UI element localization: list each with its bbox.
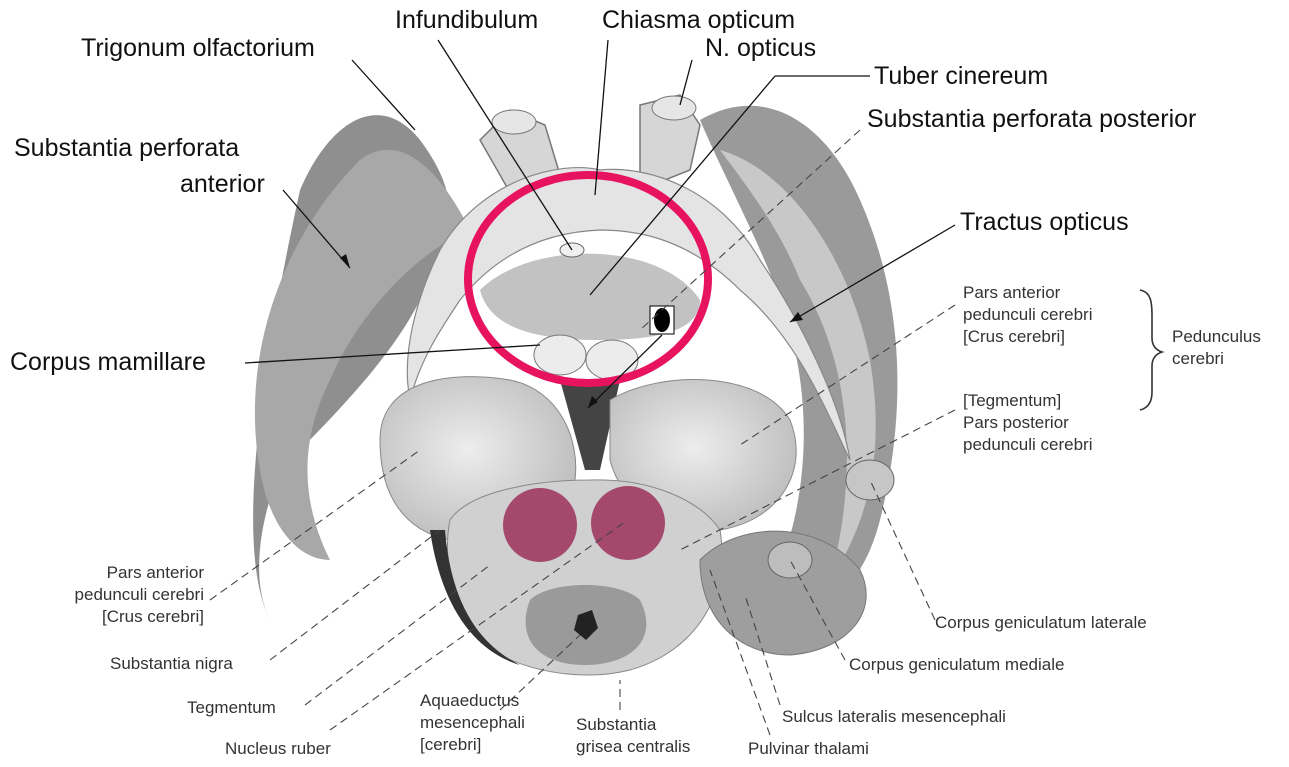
aquaeductus-line3: [cerebri] (420, 734, 525, 756)
label-corpus-geniculatum-laterale: Corpus geniculatum laterale (935, 612, 1147, 634)
pars-anterior-left-line1: Pars anterior (36, 562, 204, 584)
label-pars-anterior-right: Pars anterior pedunculi cerebri [Crus ce… (963, 282, 1092, 348)
aquaeductus-line2: mesencephali (420, 712, 525, 734)
label-substantia-perforata-anterior-line1: Substantia perforata (14, 134, 239, 163)
right-nucleus-ruber (591, 486, 665, 560)
label-tractus-opticus: Tractus opticus (960, 208, 1129, 237)
label-pulvinar-thalami: Pulvinar thalami (748, 738, 869, 760)
label-substantia-perforata-posterior: Substantia perforata posterior (867, 105, 1196, 134)
label-substantia-nigra: Substantia nigra (110, 653, 233, 675)
label-trigonum-olfactorium: Trigonum olfactorium (81, 34, 315, 63)
left-mamillary-body (534, 335, 586, 375)
label-substantia-perforata-anterior-line2: anterior (180, 170, 265, 199)
pars-anterior-right-line2: pedunculi cerebri (963, 304, 1092, 326)
label-pedunculus-cerebri: Pedunculus cerebri (1172, 326, 1261, 370)
pars-anterior-right-line1: Pars anterior (963, 282, 1092, 304)
label-aquaeductus: Aquaeductus mesencephali [cerebri] (420, 690, 525, 756)
pars-anterior-right-line3: [Crus cerebri] (963, 326, 1092, 348)
label-pars-anterior-left: Pars anterior pedunculi cerebri [Crus ce… (36, 562, 204, 628)
pars-posterior-line2: pedunculi cerebri (963, 434, 1092, 456)
label-substantia-grisea: Substantia grisea centralis (576, 714, 690, 758)
right-optic-nerve-end (652, 96, 696, 120)
marker-dot (654, 308, 670, 332)
label-sulcus-lateralis: Sulcus lateralis mesencephali (782, 706, 1006, 728)
label-chiasma-opticum: Chiasma opticum (602, 6, 795, 35)
label-tuber-cinereum: Tuber cinereum (874, 62, 1048, 91)
label-tegmentum: Tegmentum (187, 697, 276, 719)
medial-geniculate (768, 542, 812, 578)
label-infundibulum: Infundibulum (395, 6, 538, 35)
left-optic-nerve-end (492, 110, 536, 134)
label-corpus-geniculatum-mediale: Corpus geniculatum mediale (849, 654, 1064, 676)
label-nucleus-ruber: Nucleus ruber (225, 738, 331, 760)
pars-anterior-left-line3: [Crus cerebri] (36, 606, 204, 628)
pedunculus-brace (1140, 290, 1162, 410)
pedunculus-line2: cerebri (1172, 348, 1261, 370)
label-corpus-mamillare: Corpus mamillare (10, 348, 206, 377)
substantia-grisea-line2: grisea centralis (576, 736, 690, 758)
aquaeductus-line1: Aquaeductus (420, 690, 525, 712)
substantia-grisea-line1: Substantia (576, 714, 690, 736)
label-pars-posterior: [Tegmentum] Pars posterior pedunculi cer… (963, 390, 1092, 456)
label-n-opticus: N. opticus (705, 34, 816, 63)
tegmentum-bracket-line: [Tegmentum] (963, 390, 1092, 412)
left-nucleus-ruber (503, 488, 577, 562)
pedunculus-line1: Pedunculus (1172, 326, 1261, 348)
pars-anterior-left-line2: pedunculi cerebri (36, 584, 204, 606)
pars-posterior-line1: Pars posterior (963, 412, 1092, 434)
lateral-geniculate (846, 460, 894, 500)
